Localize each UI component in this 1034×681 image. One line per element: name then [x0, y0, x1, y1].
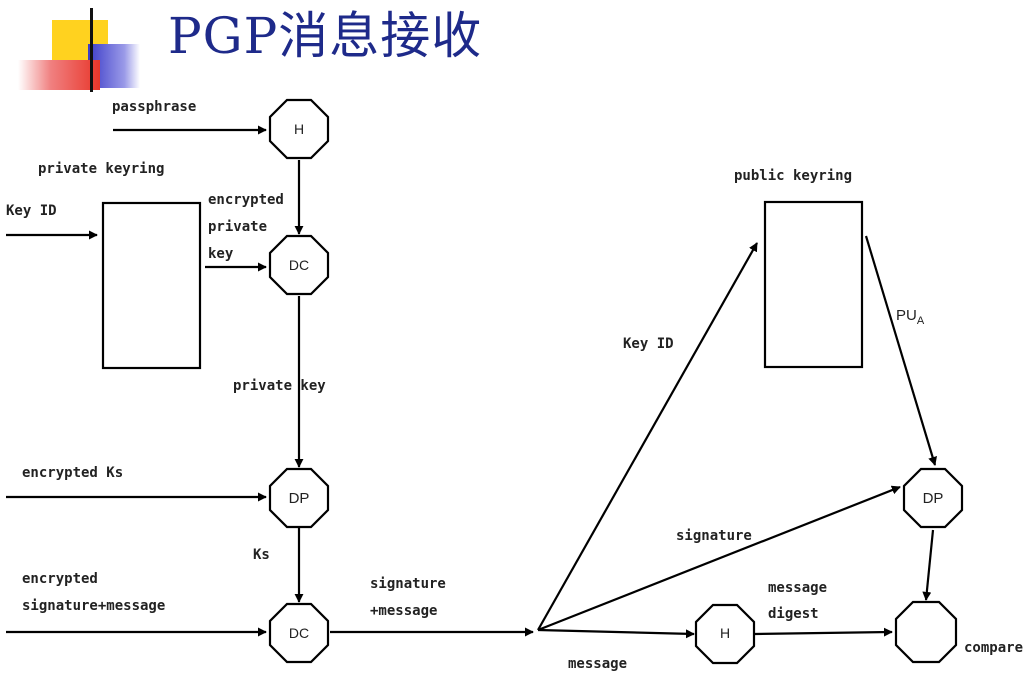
- encrypted-ks-label: encrypted Ks: [22, 465, 123, 481]
- message-label: message: [568, 656, 627, 672]
- compare-label: compare: [964, 640, 1023, 656]
- public-keyring-label: public keyring: [734, 168, 852, 184]
- key-id-right-label: Key ID: [623, 336, 674, 352]
- keyid-right-arrow: [537, 242, 758, 631]
- decrypt-ks-node: [268, 467, 330, 529]
- dp-to-compare-arrow: [922, 529, 935, 601]
- hash-node-top: [268, 98, 330, 160]
- ks-label: Ks: [253, 547, 270, 563]
- verify-node-label: DP: [923, 490, 944, 507]
- decrypt-key-node: [268, 234, 330, 296]
- key-id-left-label: Key ID: [6, 203, 57, 219]
- private-key-label: private key: [233, 378, 326, 394]
- encrypted-sig-label-1: encrypted: [22, 571, 98, 587]
- deco-red-bar: [18, 60, 100, 90]
- decrypt-key-node-label: DC: [289, 257, 309, 273]
- sig-msg-label-1: signature: [370, 576, 446, 592]
- passphrase-label: passphrase: [112, 99, 196, 115]
- compare-node: [894, 600, 958, 664]
- signature-label: signature: [676, 528, 752, 544]
- decrypt-msg-node-label: DC: [289, 625, 309, 641]
- private-keyring-label: private keyring: [38, 161, 164, 177]
- deco-vertical-line: [90, 8, 93, 92]
- page-title: PGP消息接收: [168, 7, 483, 65]
- verify-node: [902, 467, 964, 529]
- encrypted-sig-label-2: signature+message: [22, 598, 165, 614]
- hash-node-msg: [694, 603, 756, 665]
- pua-label: PUA: [896, 307, 925, 327]
- private-keyring-box: [101, 201, 202, 370]
- private-label: private: [208, 219, 267, 235]
- decrypt-ks-node-label: DP: [289, 490, 310, 507]
- decrypt-msg-node: [268, 602, 330, 664]
- key-label: key: [208, 246, 234, 262]
- encrypted-label: encrypted: [208, 192, 284, 208]
- digest-arrow: [754, 627, 893, 637]
- message-digest-label-2: digest: [768, 606, 819, 622]
- public-keyring-box: [763, 200, 864, 369]
- hash-node-msg-label: H: [720, 625, 730, 641]
- sig-msg-label-2: +message: [370, 603, 437, 619]
- message-arrow: [537, 628, 695, 639]
- hash-node-top-label: H: [294, 121, 304, 137]
- pua-arrow: [864, 235, 937, 466]
- message-digest-label-1: message: [768, 580, 827, 596]
- signature-arrow: [537, 485, 901, 632]
